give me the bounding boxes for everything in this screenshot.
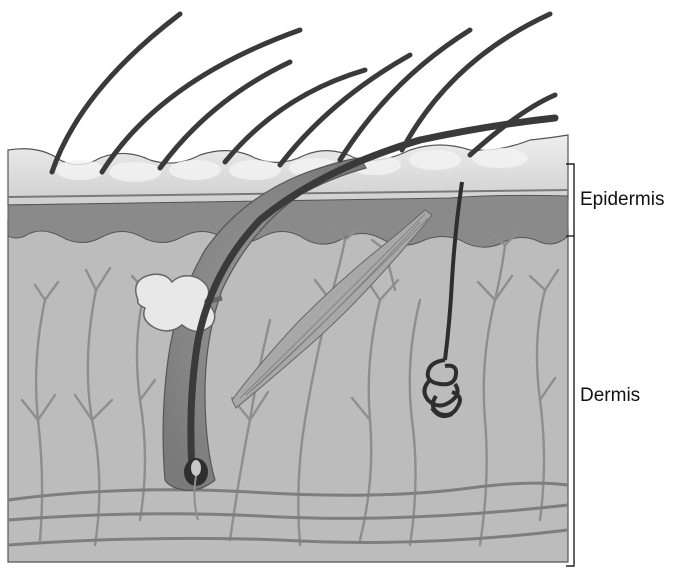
dermal-papilla: [191, 460, 201, 476]
epidermis-label: Epidermis: [580, 189, 664, 211]
surface-hairs: [52, 14, 555, 172]
dermis-label: Dermis: [580, 385, 640, 407]
